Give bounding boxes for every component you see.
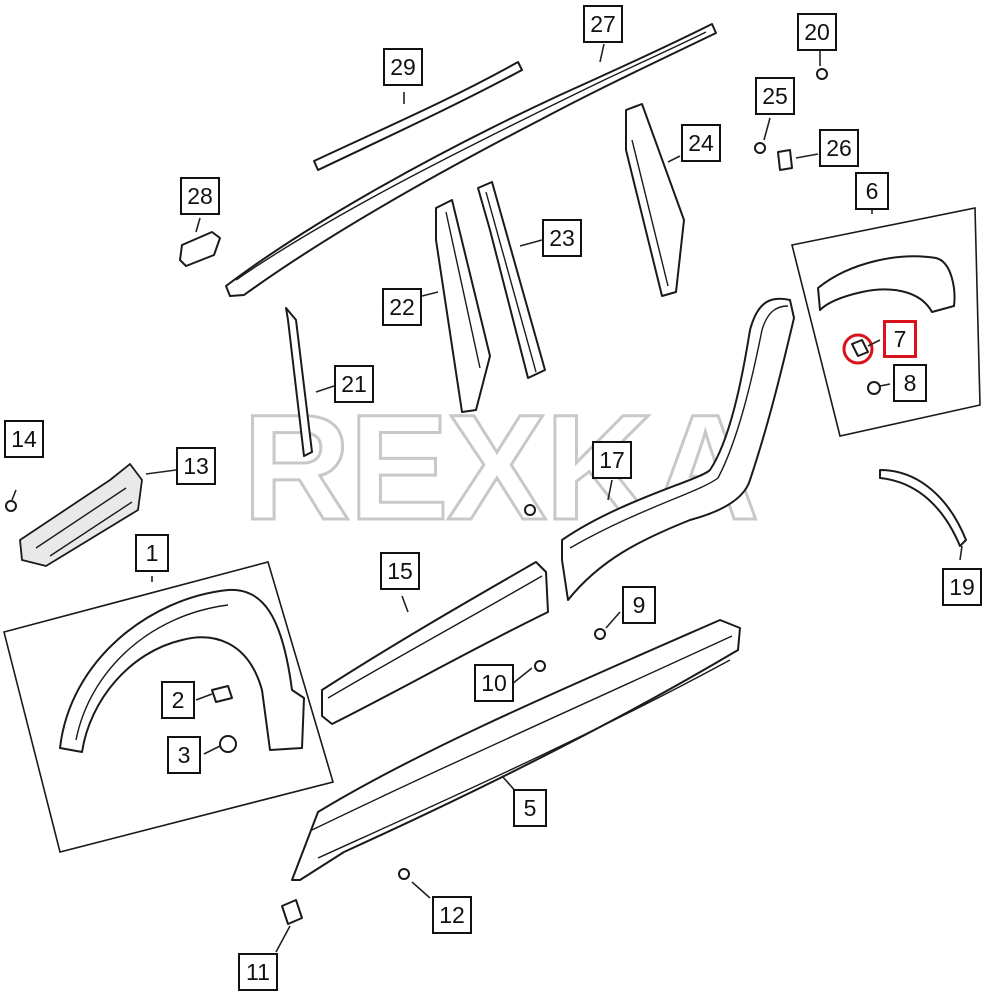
callout-15[interactable]: 15 xyxy=(380,552,420,590)
part-17-rear-molding xyxy=(561,297,795,601)
part-7-nut xyxy=(851,339,869,357)
callout-3[interactable]: 3 xyxy=(167,736,201,774)
part-11-bracket xyxy=(281,899,303,925)
part-15-door-molding xyxy=(321,561,549,725)
callout-17[interactable]: 17 xyxy=(592,441,632,479)
group-box-6 xyxy=(791,207,981,437)
part-28-clip xyxy=(179,231,221,267)
part-10-rivet xyxy=(534,660,546,672)
callout-21[interactable]: 21 xyxy=(334,365,374,403)
callout-24[interactable]: 24 xyxy=(681,124,721,162)
part-29-ditch-molding xyxy=(313,61,523,171)
part-20-push-pin xyxy=(816,68,828,80)
part-7-highlight xyxy=(842,333,874,365)
part-24-applique xyxy=(625,103,685,297)
part-1-wheel-flare xyxy=(59,588,305,753)
callout-7[interactable]: 7 xyxy=(883,320,917,358)
callout-11[interactable]: 11 xyxy=(238,953,278,991)
callout-10[interactable]: 10 xyxy=(474,664,514,702)
part-27-roof-molding xyxy=(225,23,717,297)
callout-28[interactable]: 28 xyxy=(180,177,220,215)
callout-1[interactable]: 1 xyxy=(135,534,169,572)
part-8-rivet xyxy=(867,381,881,395)
callout-27[interactable]: 27 xyxy=(583,5,623,43)
part-21-strip xyxy=(285,307,313,457)
callout-6[interactable]: 6 xyxy=(855,172,889,210)
part-12-screw xyxy=(398,868,410,880)
part-5-rocker-molding xyxy=(291,619,741,881)
callout-20[interactable]: 20 xyxy=(797,13,837,51)
callout-2[interactable]: 2 xyxy=(161,681,195,719)
callout-8[interactable]: 8 xyxy=(893,364,927,402)
callout-13[interactable]: 13 xyxy=(176,447,216,485)
part-3-rivet xyxy=(219,735,237,753)
part-25-screw xyxy=(754,142,766,154)
part-14-screw xyxy=(5,500,17,512)
callout-19[interactable]: 19 xyxy=(942,568,982,606)
part-22-applique xyxy=(435,199,491,413)
callout-12[interactable]: 12 xyxy=(432,896,472,934)
callout-9[interactable]: 9 xyxy=(622,586,656,624)
callout-29[interactable]: 29 xyxy=(383,48,423,86)
callout-23[interactable]: 23 xyxy=(542,219,582,257)
part-6-rear-flare xyxy=(817,255,956,313)
part-13-bracket xyxy=(19,463,143,567)
group-box-1 xyxy=(3,561,335,853)
callout-14[interactable]: 14 xyxy=(4,420,44,458)
part-2-nut xyxy=(211,685,233,703)
callout-22[interactable]: 22 xyxy=(382,288,422,326)
part-26-clip xyxy=(777,149,793,171)
callout-25[interactable]: 25 xyxy=(755,77,795,115)
part-9-screw xyxy=(594,628,606,640)
callout-26[interactable]: 26 xyxy=(819,129,859,167)
part-23-applique xyxy=(477,181,546,379)
callout-5[interactable]: 5 xyxy=(513,789,547,827)
part-clip-17 xyxy=(524,504,536,516)
part-19-strip xyxy=(879,469,967,547)
